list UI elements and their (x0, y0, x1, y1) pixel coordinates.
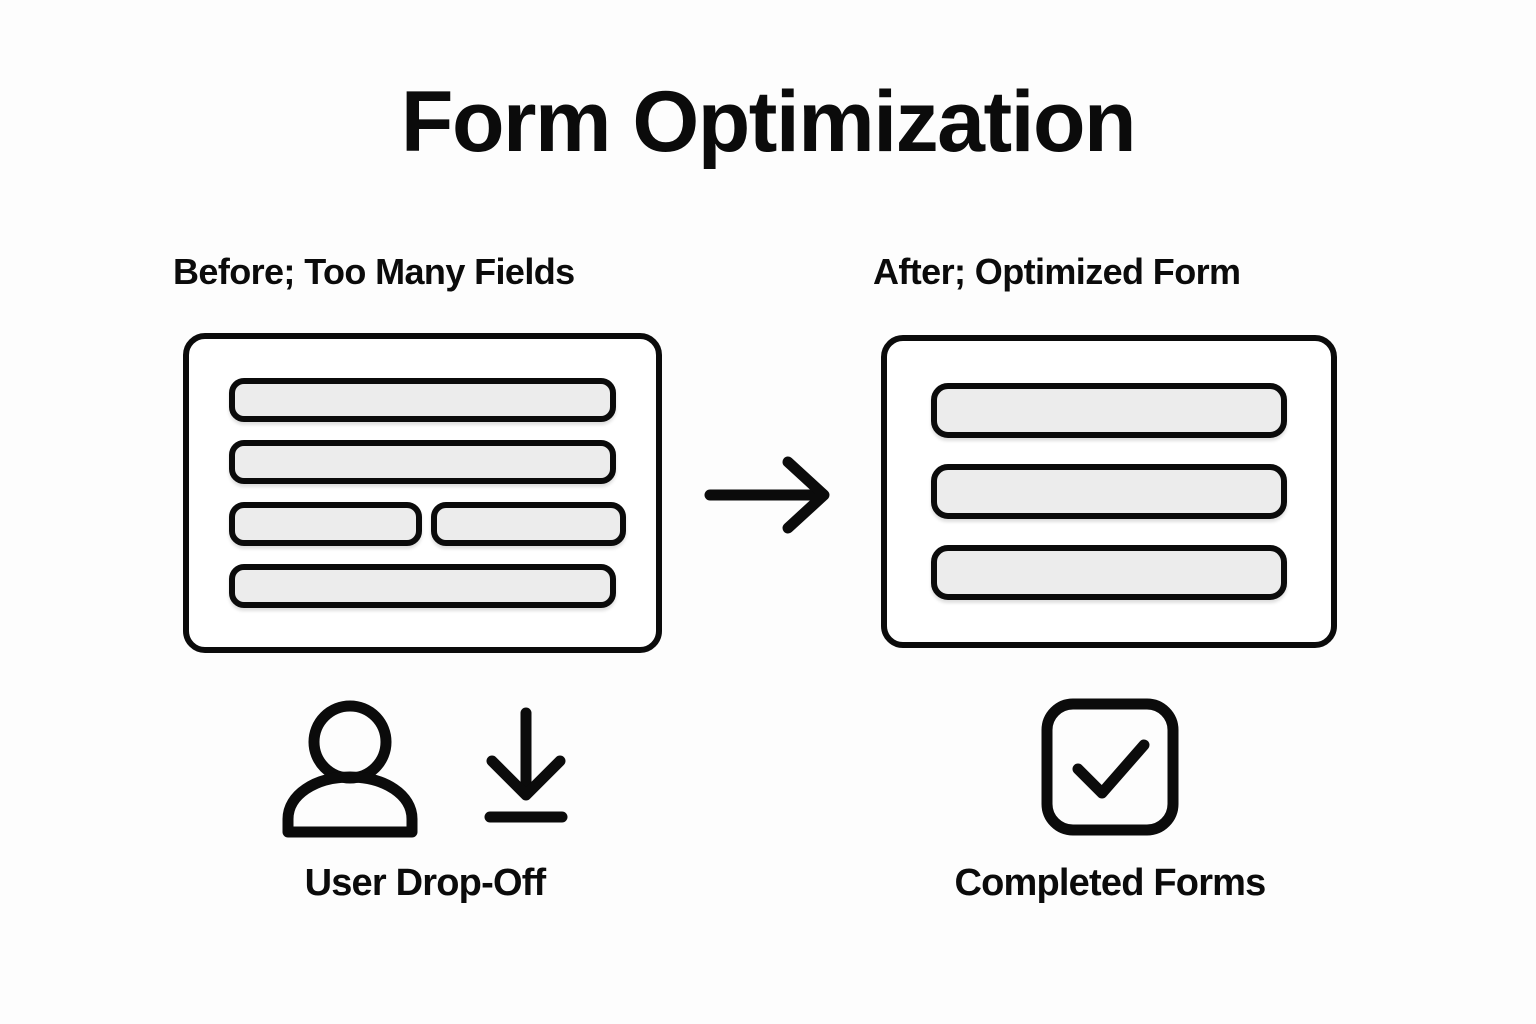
form-row (931, 464, 1287, 519)
form-row (229, 564, 616, 608)
after-heading: After; Optimized Form (873, 251, 1241, 292)
form-field[interactable] (229, 378, 616, 422)
checkbox-checked-icon (1040, 697, 1180, 837)
before-outcome: User Drop-Off (230, 696, 620, 906)
after-outcome: Completed Forms (905, 696, 1315, 906)
page-title: Form Optimization (400, 74, 1137, 170)
form-field[interactable] (431, 502, 626, 546)
right-arrow-icon (704, 452, 838, 538)
before-outcome-icons (280, 696, 570, 838)
form-field[interactable] (229, 564, 616, 608)
before-form-card (183, 333, 662, 653)
form-field[interactable] (229, 502, 422, 546)
form-field[interactable] (931, 545, 1287, 600)
user-icon-glyph (282, 700, 418, 838)
form-row-split (229, 502, 626, 546)
form-field[interactable] (229, 440, 616, 484)
user-icon (280, 697, 420, 838)
down-arrow-icon (482, 707, 570, 827)
form-row (229, 440, 616, 484)
before-outcome-label: User Drop-Off (304, 862, 547, 904)
after-field-list (887, 341, 1331, 642)
form-row (931, 383, 1287, 438)
before-heading: Before; Too Many Fields (173, 251, 575, 292)
checkbox-checked-icon-glyph (1041, 698, 1179, 836)
form-field[interactable] (931, 464, 1287, 519)
down-arrow-icon-glyph (484, 707, 568, 823)
after-outcome-icons (1040, 696, 1180, 838)
form-row (931, 545, 1287, 600)
right-arrow-icon-glyph (704, 456, 830, 534)
before-field-list (189, 339, 656, 647)
after-outcome-label: Completed Forms (954, 862, 1266, 904)
form-row (229, 378, 616, 422)
form-field[interactable] (931, 383, 1287, 438)
after-form-card (881, 335, 1337, 648)
